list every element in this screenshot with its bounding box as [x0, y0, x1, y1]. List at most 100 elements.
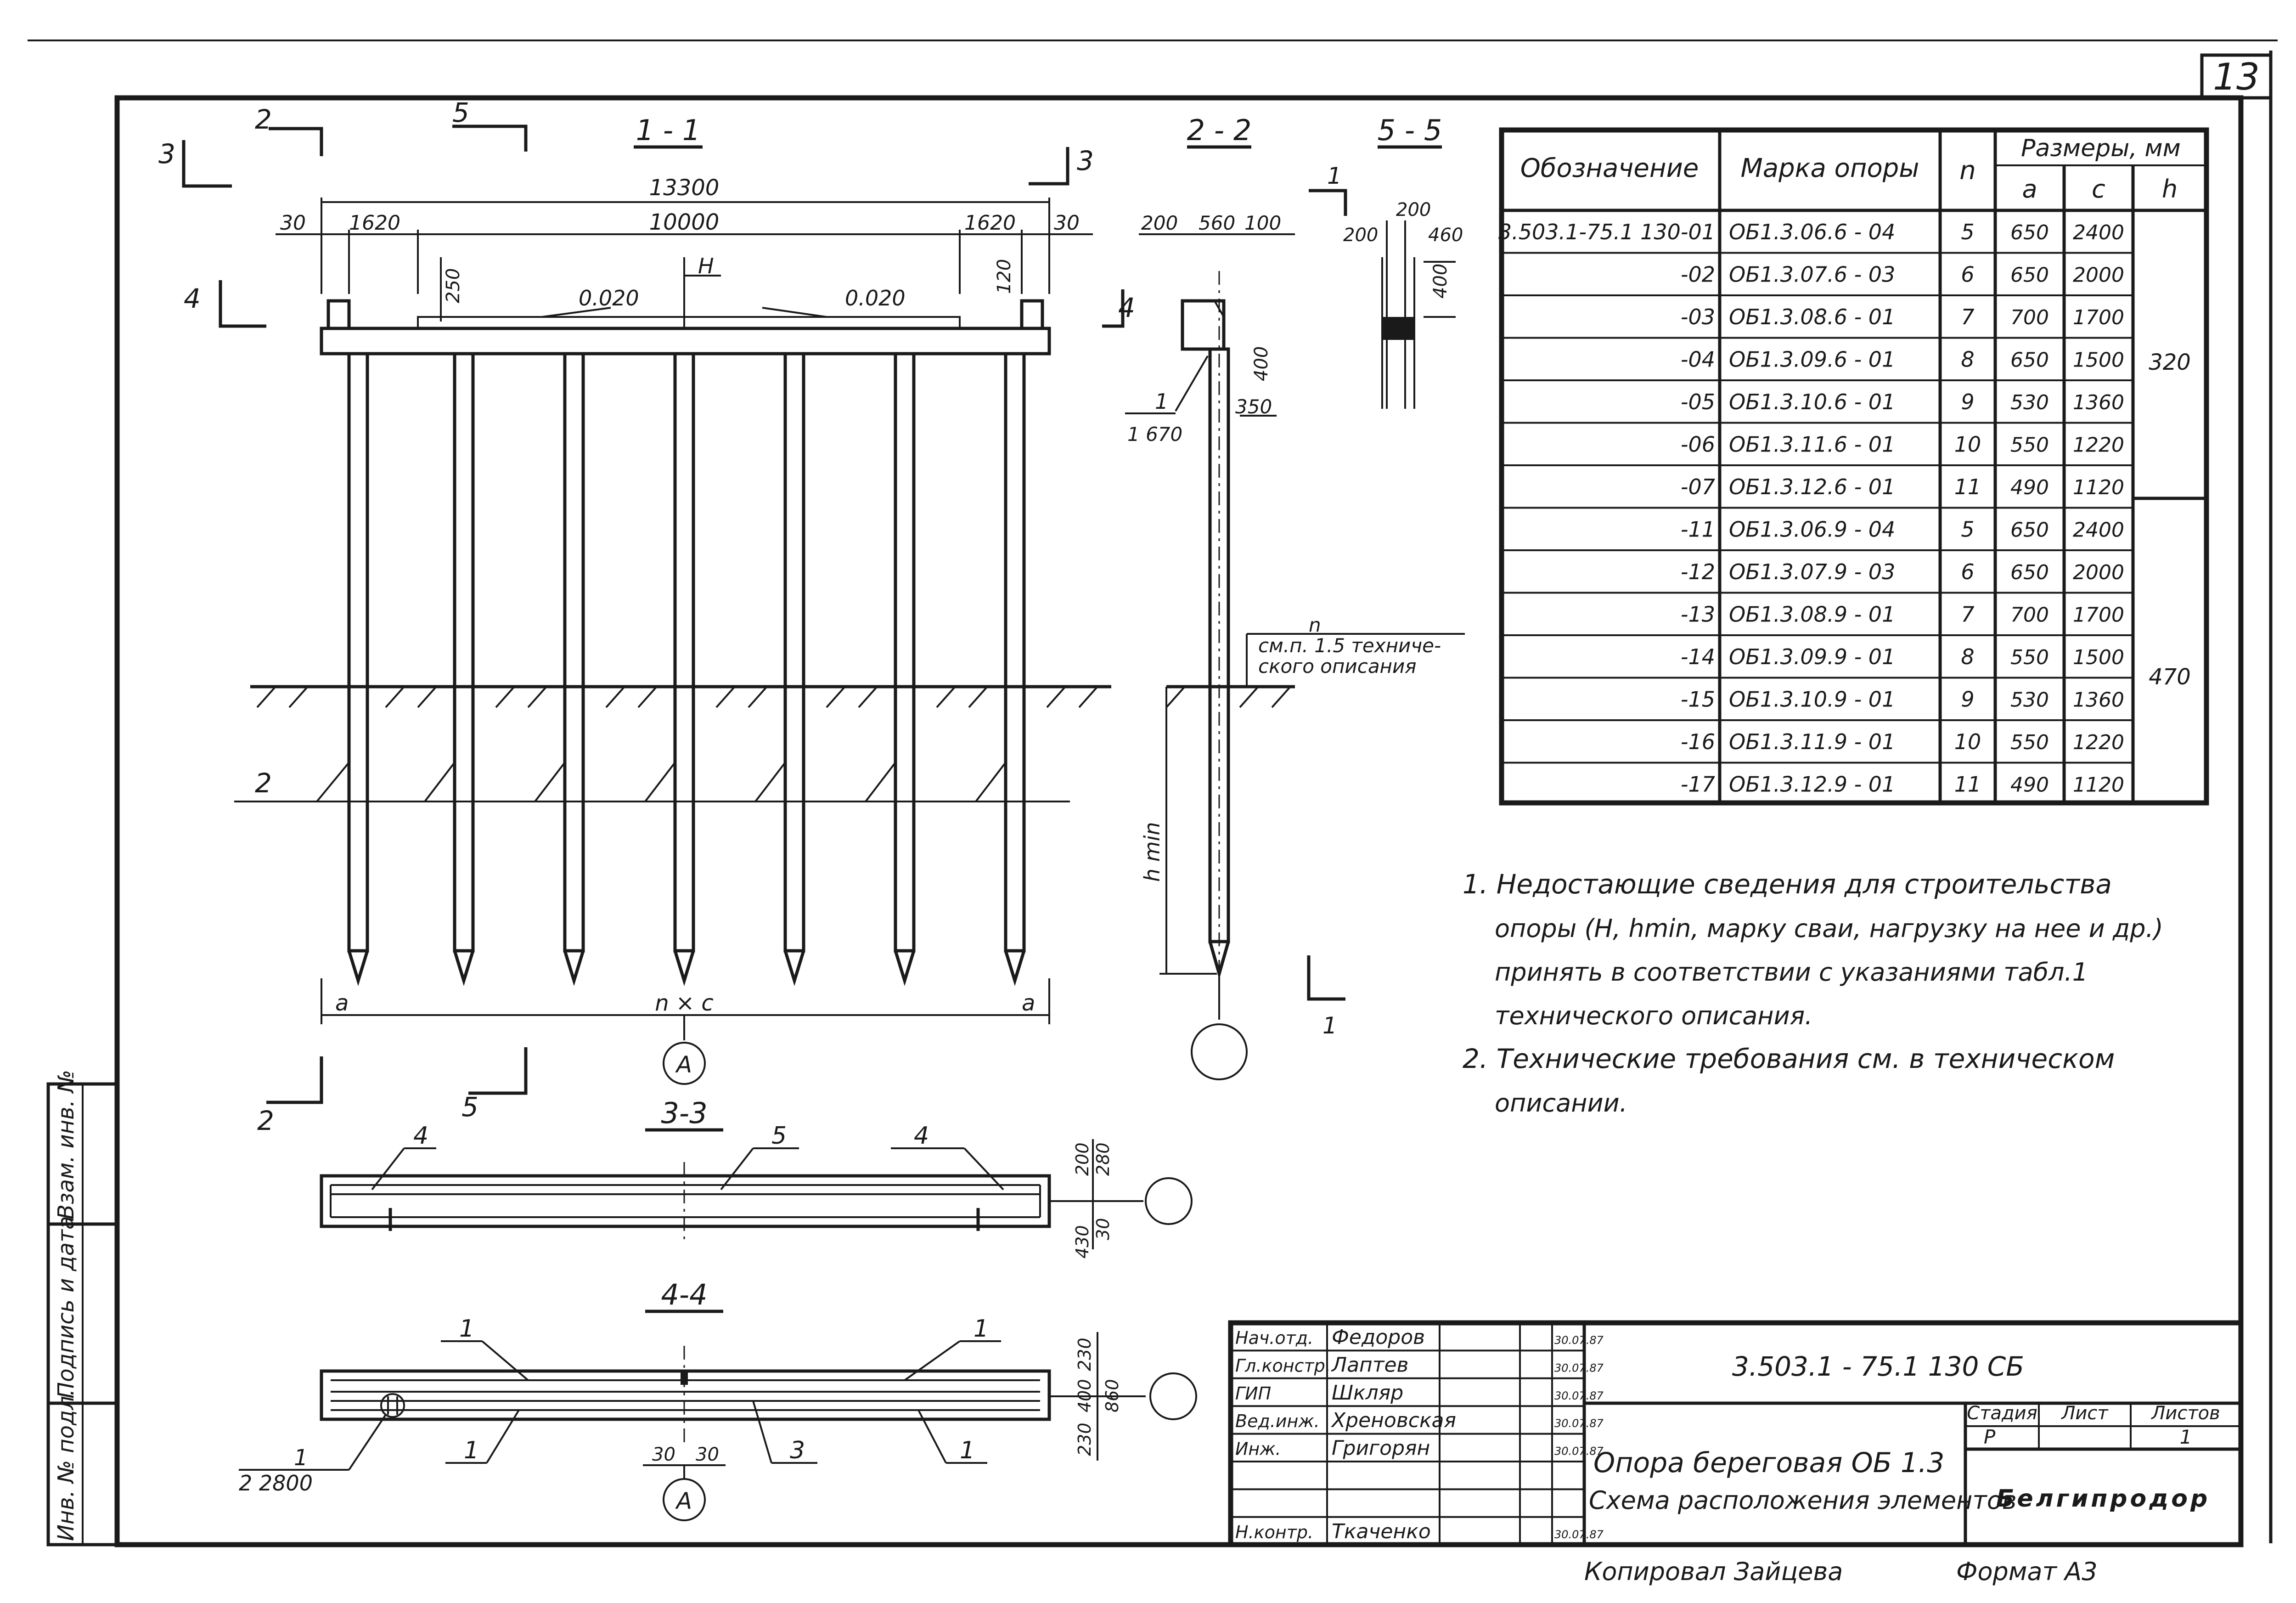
table-cell-a: 490 — [2010, 773, 2049, 797]
tb-date: 30.07.87 — [1554, 1361, 1604, 1374]
table-cell-a: 650 — [2010, 519, 2049, 542]
table-cell-mark: ОБ1.3.11.6 - 01 — [1729, 432, 1895, 457]
section-5-5: 5 - 5 200 200 460 400 — [1343, 113, 1463, 409]
table-cell-mark: ОБ1.3.12.9 - 01 — [1729, 772, 1895, 797]
pile-1 — [347, 352, 369, 986]
dim-44-230a: 230 — [1075, 1338, 1095, 1371]
table-cell-a: 650 — [2010, 221, 2049, 244]
section-4-4-label: 4-4 — [661, 1278, 707, 1311]
table-cell-c: 1500 — [2073, 349, 2124, 372]
table-cell-n: 6 — [1961, 559, 1974, 584]
note-line-5: 2. Технические требования см. в техничес… — [1463, 1043, 2115, 1074]
pos-1-44d: 1 — [960, 1437, 975, 1464]
tb-name: Федоров — [1332, 1326, 1425, 1349]
table-cell-designation: -02 — [1681, 262, 1715, 287]
marker-5-bottom: 5 — [461, 1091, 478, 1123]
table-cell-c: 1220 — [2073, 434, 2124, 457]
table-cell-n: 5 — [1961, 517, 1974, 542]
copied-by: Копировал Зайцева — [1584, 1557, 1843, 1586]
table-cell-a: 490 — [2010, 476, 2049, 499]
level-h: H — [698, 254, 714, 278]
table-cell-c: 2000 — [2073, 264, 2124, 287]
pile-4 — [673, 352, 695, 986]
tb-date: 30.07.87 — [1554, 1334, 1604, 1347]
tb-name: Ткаченко — [1332, 1520, 1431, 1543]
pile-3 — [563, 352, 585, 986]
dim-120: 120 — [994, 259, 1015, 294]
pos-1-44c: 1 — [464, 1437, 479, 1464]
table-cell-mark: ОБ1.3.08.9 - 01 — [1729, 602, 1895, 627]
tb-role: Нач.отд. — [1235, 1328, 1313, 1348]
table-cell-a: 530 — [2010, 689, 2049, 712]
table-cell-n: 7 — [1961, 602, 1974, 627]
section-2-2: 2 - 2 200 560 100 400 350 1 1 670 n см.п… — [1125, 113, 1465, 1080]
stage-value: Р — [1984, 1426, 1996, 1448]
tb-role: ГИП — [1235, 1383, 1271, 1404]
table-cell-c: 1120 — [2073, 773, 2124, 797]
table-cell-a: 700 — [2010, 306, 2049, 329]
dim-nc: n × c — [655, 990, 714, 1016]
table-cell-c: 1500 — [2073, 646, 2124, 669]
table-cell-n: 11 — [1954, 772, 1981, 797]
pos-5-33: 5 — [771, 1122, 787, 1150]
table-cell-mark: ОБ1.3.06.6 - 04 — [1729, 220, 1895, 244]
dim-55-200b: 200 — [1343, 225, 1378, 246]
format-note: Формат А3 — [1956, 1557, 2098, 1586]
table-cell-c: 1220 — [2073, 731, 2124, 754]
dim-total: 13300 — [649, 175, 720, 201]
section-3-3: 3-3 4 5 4 200 280 430 30 — [320, 1096, 1193, 1259]
sheet-number: 13 — [2213, 56, 2260, 98]
notes: 1. Недостающие сведения для строительств… — [1463, 869, 2163, 1118]
pos-1-44a: 1 — [459, 1315, 474, 1343]
pos-1-44e: 1 — [294, 1445, 308, 1471]
tb-date: 30.07.87 — [1554, 1445, 1604, 1458]
note-line-3: принять в соответствии с указаниями табл… — [1495, 958, 2088, 987]
table-cell-designation: -12 — [1681, 559, 1715, 584]
table-cell-n: 6 — [1961, 262, 1974, 287]
table-cell-n: 9 — [1961, 389, 1974, 414]
marker-3-left: 3 — [158, 138, 175, 169]
dim-33-430: 430 — [1072, 1225, 1092, 1259]
section-5-5-label: 5 - 5 — [1378, 113, 1442, 147]
dim-44-230b: 230 — [1075, 1422, 1095, 1456]
marker-2-top: 2 — [255, 104, 272, 135]
note-22-line2: ского описания — [1258, 655, 1417, 677]
tb-name: Лаптев — [1331, 1353, 1408, 1377]
table-cell-a: 700 — [2010, 604, 2049, 627]
table-cell-mark: ОБ1.3.08.6 - 01 — [1729, 305, 1895, 329]
table-cell-designation: -17 — [1681, 772, 1715, 797]
table-cell-designation: -15 — [1681, 687, 1715, 712]
dim-55-400: 400 — [1430, 264, 1451, 299]
table-cell-n: 8 — [1961, 347, 1974, 372]
marker-1-top: 1 — [1327, 163, 1342, 189]
sheet-header: Лист — [2060, 1403, 2109, 1424]
marker-1-bottom: 1 — [1322, 1012, 1337, 1039]
dim-44-30b: 30 — [696, 1444, 719, 1465]
dim-right-cant: 1620 — [964, 211, 1016, 235]
pos-4-33b: 4 — [914, 1122, 929, 1150]
table-cell-mark: ОБ1.3.06.9 - 04 — [1729, 517, 1895, 542]
organization: Белгипродор — [1996, 1485, 2210, 1513]
sheet-frame: 13 — [28, 40, 2278, 1547]
table-cell-c: 1120 — [2073, 476, 2124, 499]
dim-44-30a: 30 — [652, 1444, 675, 1465]
stamp-sign-date: Подпись и дата — [53, 1216, 79, 1399]
sheets-value: 1 — [2180, 1426, 2192, 1448]
section-1-1: 1 - 1 3 2 5 3 4 4 2 5 13300 30 1620 1000… — [158, 97, 1135, 1136]
table-cell-designation: -04 — [1681, 347, 1715, 372]
table-cell-designation: -11 — [1681, 517, 1715, 542]
dim-22-400: 400 — [1251, 346, 1272, 381]
table-cell-a: 550 — [2010, 731, 2049, 754]
marker-4-left: 4 — [184, 283, 201, 314]
table-cell-a: 650 — [2010, 561, 2049, 584]
tb-name: Хреновская — [1331, 1409, 1456, 1432]
pile-6 — [894, 352, 916, 986]
col-h: h — [2162, 175, 2178, 203]
table-cell-mark: ОБ1.3.09.9 - 01 — [1729, 644, 1895, 669]
table-cell-designation: -07 — [1681, 474, 1715, 499]
table-cell-a: 650 — [2010, 264, 2049, 287]
table-cell-n: 7 — [1961, 305, 1974, 329]
table-cell-c: 1360 — [2073, 391, 2124, 414]
